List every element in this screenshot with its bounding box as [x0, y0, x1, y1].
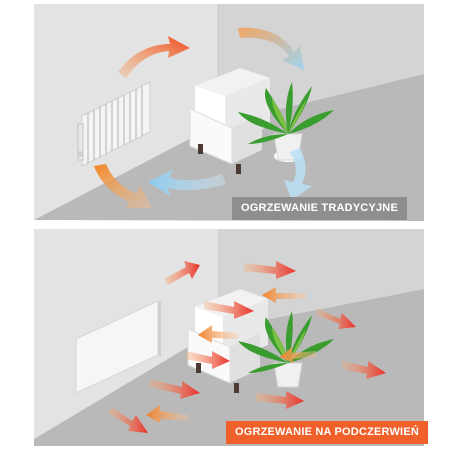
ray-arrow-icon — [198, 325, 238, 343]
radiator-icon — [77, 81, 151, 167]
heat-arrow-down-icon — [94, 164, 152, 208]
ray-arrow-icon — [244, 261, 296, 279]
ray-arrow-icon — [146, 405, 188, 423]
heat-arrow-across-icon — [238, 27, 304, 70]
ray-arrow-icon — [316, 309, 356, 329]
caption-traditional: OGRZEWANIE TRADYCYJNE — [232, 197, 407, 220]
panel-infrared-heating: OGRZEWANIE NA PODCZERWIEŃ — [0, 229, 450, 446]
ray-arrow-icon — [262, 287, 306, 303]
ray-arrow-icon — [150, 379, 200, 399]
ray-arrow-icon — [186, 351, 230, 369]
ray-arrow-icon — [204, 301, 254, 319]
heat-arrow-up-icon — [118, 36, 190, 78]
infrared-ray-arrows — [108, 261, 386, 433]
room-illustration — [0, 229, 424, 446]
ray-arrow-icon — [280, 347, 316, 363]
room-illustration — [0, 4, 424, 221]
cool-arrow-back-icon — [148, 170, 226, 196]
panel-traditional-heating: OGRZEWANIE TRADYCYJNE — [0, 4, 450, 221]
caption-infrared: OGRZEWANIE NA PODCZERWIEŃ — [225, 421, 428, 444]
ray-arrow-icon — [256, 391, 304, 409]
ray-arrow-icon — [164, 261, 200, 285]
infrared-panel-icon — [75, 300, 161, 394]
ray-arrow-icon — [108, 407, 148, 433]
right-wall — [218, 229, 424, 329]
cool-arrow-down-icon — [284, 148, 312, 200]
ray-arrow-icon — [342, 361, 386, 379]
armchair-icon — [189, 68, 270, 174]
